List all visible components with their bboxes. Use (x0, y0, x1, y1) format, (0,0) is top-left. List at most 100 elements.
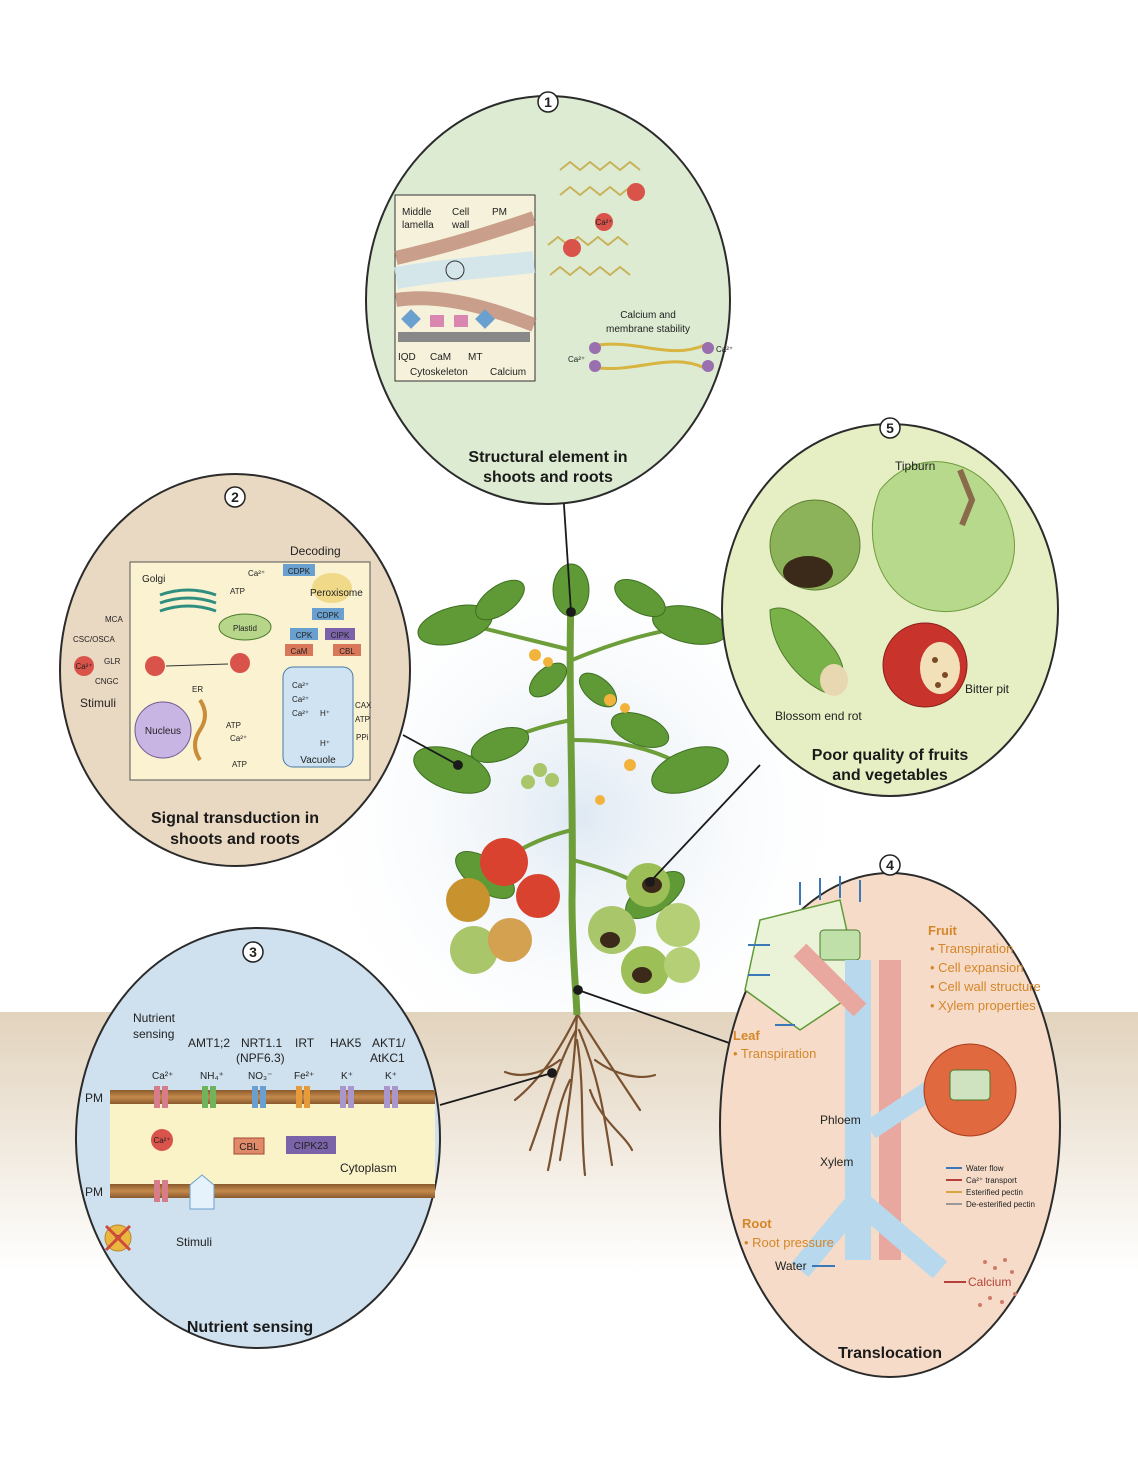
calcium-label: Calcium (968, 1275, 1011, 1289)
nrt-label: NRT1.1 (241, 1036, 282, 1050)
hak-label: HAK5 (330, 1036, 362, 1050)
ca-cyto-label: Ca²⁺ (153, 1136, 170, 1145)
k-label-1: K⁺ (341, 1071, 353, 1082)
phloem-label: Phloem (820, 1113, 861, 1127)
panel5-title-2: and vegetables (832, 767, 948, 784)
atp-label-4: ATP (355, 715, 370, 724)
nucleus-label: Nucleus (145, 726, 181, 737)
leaf-heading: Leaf (733, 1028, 760, 1043)
calcium-dots (978, 1258, 1017, 1307)
ca-label-er: Ca²⁺ (230, 734, 247, 743)
panel2-title-2: shoots and roots (170, 831, 300, 848)
glr-label: GLR (104, 657, 121, 666)
panel4-number: 4 (886, 857, 894, 873)
fruit-item-4: • Xylem properties (930, 998, 1036, 1013)
panel1-title-2: shoots and roots (483, 469, 613, 486)
ca-outside-label: Ca²⁺ (75, 662, 92, 671)
peroxisome-label: Peroxisome (310, 588, 363, 599)
cam-label: CaM (291, 647, 308, 656)
k-label-2: K⁺ (385, 1071, 397, 1082)
cbl-label: CBL (339, 647, 355, 656)
stimuli-label: Stimuli (80, 696, 116, 710)
calcium-label: Calcium (490, 367, 526, 378)
membrane-bilayer (589, 342, 714, 372)
ca-bubble-label: Ca²⁺ (595, 218, 612, 227)
nucleus (134, 701, 192, 759)
legend-de-esterified-pectin: De-esterified pectin (966, 1200, 1035, 1209)
cytoskeleton-label: Cytoskeleton (410, 367, 468, 378)
root-heading: Root (742, 1216, 772, 1231)
microtubule (398, 332, 530, 342)
fruit-item-3: • Cell wall structure (930, 979, 1041, 994)
panel-structural-element: 1 Middle lamella Cell wall PM IQD CaM MT… (365, 91, 733, 505)
membrane-transporters (154, 1086, 398, 1202)
pectin-network (547, 160, 641, 277)
nutrient-label: Nutrient (133, 1011, 176, 1025)
vac-h-1: H⁺ (320, 709, 330, 718)
fruit-heading: Fruit (928, 923, 958, 938)
legend-esterified-pectin: Esterified pectin (966, 1188, 1023, 1197)
tipburn-label: Tipburn (895, 459, 935, 473)
panel-poor-quality: 5 Tipburn Bitter pit Blossom end rot Poo… (721, 417, 1059, 797)
stimuli-label: Stimuli (176, 1235, 212, 1249)
golgi-stack (159, 588, 217, 613)
pm-label-top: PM (85, 1091, 103, 1105)
transpiration-arrows (748, 876, 861, 1026)
small-green-fruits (521, 763, 559, 789)
bitter-pit-label: Bitter pit (965, 682, 1010, 696)
amt-label: AMT1;2 (188, 1036, 230, 1050)
xylem-label: Xylem (820, 1155, 853, 1169)
cam-label: CaM (430, 352, 451, 363)
panel1-number: 1 (544, 94, 552, 110)
connector-lines (402, 489, 761, 1106)
plant-stem (566, 599, 581, 1016)
sensing-label: sensing (133, 1027, 174, 1041)
golgi-label: Golgi (142, 574, 165, 585)
vac-ca-1: Ca²⁺ (292, 681, 309, 690)
cdpk-label-1: CDPK (288, 567, 311, 576)
panel3-number: 3 (249, 944, 257, 960)
cell-wall-label-1: Cell (452, 207, 469, 218)
plant-flowers (529, 649, 636, 805)
stability-label-1: Calcium and (620, 310, 676, 321)
vacuole (282, 666, 354, 768)
iqd-label: IQD (398, 352, 416, 363)
plant-roots (503, 1010, 657, 1177)
tomato-cluster-left (446, 838, 560, 974)
vac-ca-3: Ca²⁺ (292, 709, 309, 718)
ca-label-top: Ca²⁺ (248, 569, 265, 578)
leaf-item: • Transpiration (733, 1046, 816, 1061)
atkc-label: AtKC1 (370, 1051, 405, 1065)
lettuce-tipburn (871, 461, 1015, 612)
water-label: Water (775, 1259, 807, 1273)
panel5-number: 5 (886, 420, 894, 436)
cbl-label: CBL (239, 1142, 259, 1153)
cytoplasm-label: Cytoplasm (340, 1161, 397, 1175)
middle-lamella-label-1: Middle (402, 207, 432, 218)
panel2-title-1: Signal transduction in (151, 810, 319, 827)
ca-right-label: Ca²⁺ (716, 345, 733, 354)
vac-h-2: H⁺ (320, 739, 330, 748)
cdpk-label-2: CDPK (317, 611, 340, 620)
panel4-title: Translocation (838, 1345, 942, 1362)
decoding-label: Decoding (290, 544, 341, 558)
panel-translocation: 4 Fruit • Transpiration • Cell expansion… (719, 854, 1061, 1378)
panel1-number-badge (537, 91, 559, 113)
fruit-item-1: • Transpiration (930, 941, 1013, 956)
ca-left-label: Ca²⁺ (568, 355, 585, 364)
pm-label-bottom: PM (85, 1185, 103, 1199)
cipk23-label: CIPK23 (294, 1141, 329, 1152)
nh4-label: NH₄⁺ (200, 1071, 224, 1082)
cdpk-box-1 (283, 564, 315, 576)
panel2-number: 2 (231, 489, 239, 505)
plastid-label: Plastid (233, 624, 257, 633)
tomato-plant (413, 563, 729, 1177)
panel5-title-1: Poor quality of fruits (812, 747, 969, 764)
er-label: ER (192, 685, 203, 694)
middle-lamella-label-2: lamella (402, 220, 434, 231)
fe-label: Fe²⁺ (294, 1071, 314, 1082)
csc-label: CSC/OSCA (73, 635, 115, 644)
mca-label: MCA (105, 615, 123, 624)
